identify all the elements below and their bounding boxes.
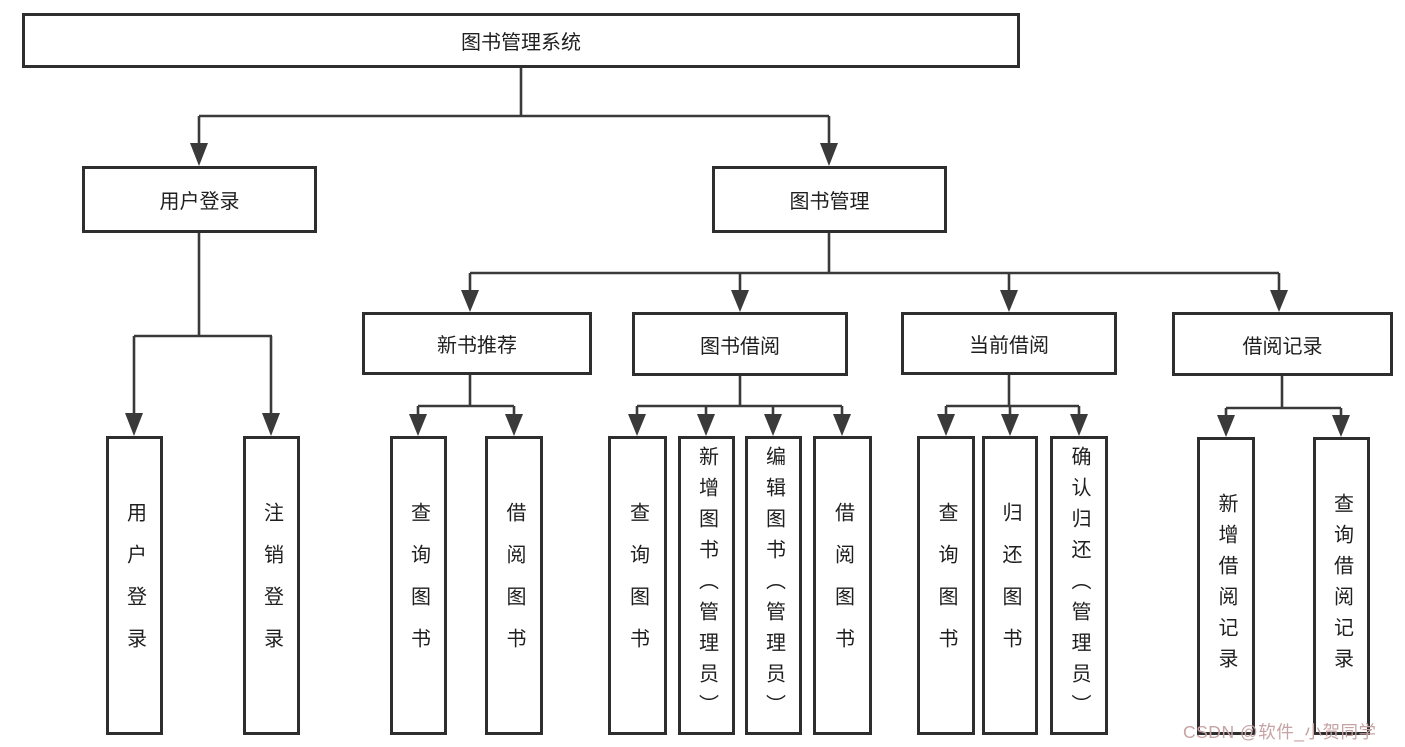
node-leaf-user-login-label: 用户登录 — [123, 501, 146, 670]
node-leaf-return-book-label: 归还图书 — [999, 501, 1021, 670]
node-leaf-query-book-current-label: 查询图书 — [935, 501, 957, 670]
node-current-borrow-label: 当前借阅 — [969, 335, 1049, 357]
node-leaf-query-borrow-record: 查询借阅记录 — [1313, 437, 1370, 735]
node-user-login: 用户登录 — [82, 166, 317, 233]
node-leaf-user-login: 用户登录 — [106, 436, 163, 735]
node-borrow-record-label: 借阅记录 — [1242, 335, 1323, 358]
node-leaf-query-book-current: 查询图书 — [917, 436, 975, 735]
node-book-borrow-label: 图书借阅 — [700, 335, 780, 358]
node-root: 图书管理系统 — [22, 13, 1020, 68]
node-leaf-return-book: 归还图书 — [982, 436, 1038, 735]
node-leaf-query-book-recommend-label: 查询图书 — [407, 501, 430, 670]
node-leaf-edit-book-admin: 编辑图书（管理员） — [745, 436, 802, 735]
arrowheads — [125, 143, 1350, 437]
node-leaf-query-book-borrow: 查询图书 — [608, 436, 667, 735]
node-leaf-borrow-book-label: 借阅图书 — [831, 501, 854, 670]
node-borrow-record: 借阅记录 — [1172, 312, 1393, 376]
watermark: CSDN @软件_小贺同学 — [1183, 722, 1377, 742]
node-book-management-label: 图书管理 — [789, 191, 870, 213]
node-leaf-logout: 注销登录 — [243, 436, 300, 735]
node-current-borrow: 当前借阅 — [901, 312, 1117, 375]
node-leaf-query-book-recommend: 查询图书 — [390, 436, 447, 735]
node-new-book-recommend: 新书推荐 — [362, 312, 592, 375]
node-leaf-confirm-return-admin-label: 确认归还（管理员） — [1068, 446, 1090, 725]
node-leaf-add-borrow-record-label: 新增借阅记录 — [1215, 493, 1237, 679]
node-leaf-confirm-return-admin: 确认归还（管理员） — [1050, 436, 1108, 735]
node-leaf-add-book-admin-label: 新增图书（管理员） — [695, 446, 718, 725]
node-leaf-borrow-book-recommend-label: 借阅图书 — [503, 501, 525, 670]
node-leaf-add-borrow-record: 新增借阅记录 — [1197, 437, 1255, 735]
node-leaf-logout-label: 注销登录 — [260, 501, 283, 670]
node-leaf-edit-book-admin-label: 编辑图书（管理员） — [762, 446, 785, 725]
node-user-login-label: 用户登录 — [159, 191, 240, 213]
node-leaf-query-borrow-record-label: 查询借阅记录 — [1330, 493, 1353, 679]
node-root-label: 图书管理系统 — [461, 32, 581, 54]
node-book-borrow: 图书借阅 — [632, 312, 848, 376]
node-leaf-borrow-book-recommend: 借阅图书 — [485, 436, 543, 735]
node-book-management: 图书管理 — [712, 166, 947, 233]
node-leaf-query-book-borrow-label: 查询图书 — [626, 501, 649, 670]
node-new-book-recommend-label: 新书推荐 — [437, 335, 517, 357]
node-leaf-add-book-admin: 新增图书（管理员） — [678, 436, 735, 735]
node-leaf-borrow-book: 借阅图书 — [813, 436, 872, 735]
